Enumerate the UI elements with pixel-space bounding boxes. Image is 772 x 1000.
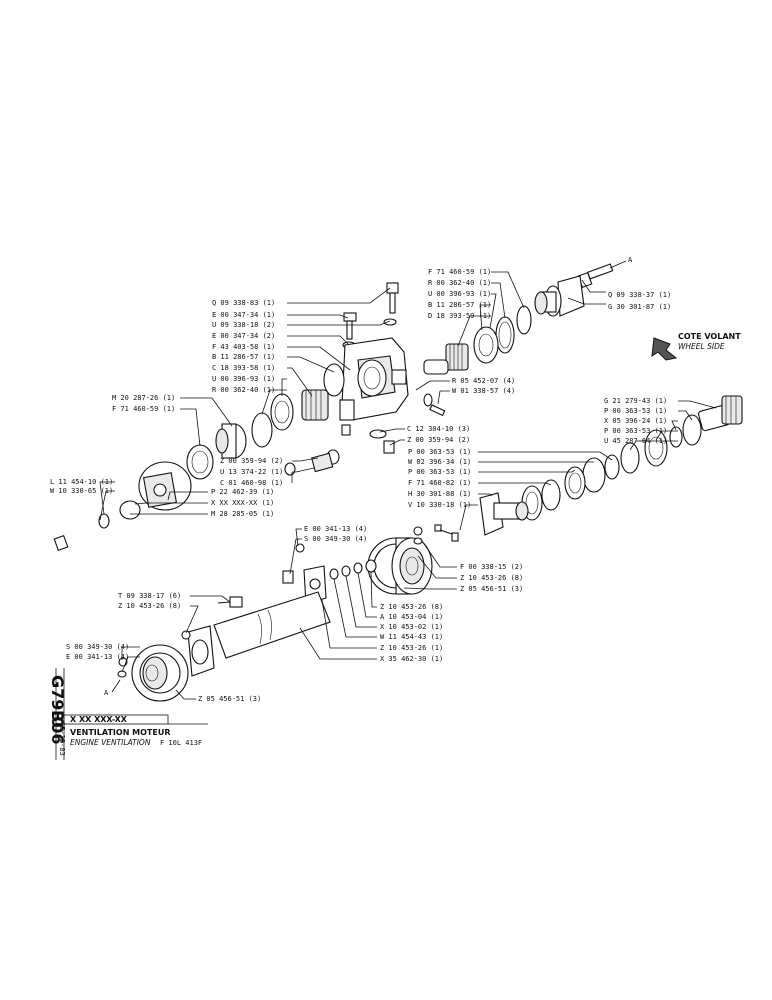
nut [341, 424, 351, 436]
part-label: Q 09 338-37 (1) [608, 291, 671, 299]
long-bolt [53, 525, 101, 552]
part-label: P 00 363-53 (1) [408, 448, 471, 456]
title-block: B06 G79.0 15-12-83 X XX XXX-XX VENTILATI… [48, 675, 202, 756]
part-label: U 00 396-93 (1) [212, 375, 275, 383]
part-label: U 13 374-22 (1) [220, 468, 283, 476]
nut [282, 570, 294, 584]
part-label: X 05 396-24 (1) [604, 417, 667, 425]
part-label: G 21 279-43 (1) [604, 397, 667, 405]
left-flange-plate [138, 461, 192, 511]
part-label: F 71 460-82 (1) [408, 479, 471, 487]
part-label: G 30 301-87 (1) [608, 303, 671, 311]
part-label: A 10 453-04 (1) [380, 613, 443, 621]
part-label: P 00 363-53 (1) [408, 468, 471, 476]
part-label: F 71 460-59 (1) [112, 405, 175, 413]
part-label: P 00 363-53 (1) [604, 407, 667, 415]
part-label: W 01 338-57 (4) [452, 387, 515, 395]
part-label: S 00 349-30 (4) [304, 535, 367, 543]
wheel-side-arrow [651, 337, 678, 361]
part-label: R 05 452-07 (4) [452, 377, 515, 385]
doc-code-number: G79.0 [48, 675, 67, 728]
pump-housing [339, 337, 409, 421]
part-label: P 22 462-39 (1) [211, 488, 274, 496]
top-right-flange [534, 275, 585, 317]
title-en: ENGINE VENTILATION [70, 738, 151, 747]
part-label: P 00 363-53 (1) [604, 427, 667, 435]
part-label: U 00 396-93 (1) [428, 290, 491, 298]
date: 15-12-83 [58, 722, 66, 756]
part-label: L 11 454-10 (1) [50, 478, 113, 486]
part-label: Z 05 456-51 (3) [198, 695, 261, 703]
flange-bracket [479, 492, 529, 536]
parts-drawing [53, 263, 743, 760]
part-label: Z 05 456-51 (3) [460, 585, 523, 593]
plug [284, 449, 340, 476]
part-label: Z 10 453-26 (8) [380, 603, 443, 611]
title-fr: VENTILATION MOTEUR [70, 728, 171, 737]
wheel-side-label-fr: COTE VOLANT [678, 332, 741, 341]
reference-box: X XX XXX-XX [70, 715, 128, 724]
part-label: W 11 454-43 (1) [380, 633, 443, 641]
part-label: B 11 286-57 (1) [212, 353, 275, 361]
part-label: E 00 341-13 (4) [304, 525, 367, 533]
screw [423, 393, 446, 417]
part-label: F 00 338-15 (2) [460, 563, 523, 571]
title-block-frame [55, 668, 208, 760]
part-label: M 20 287-26 (1) [112, 394, 175, 402]
fan-pulley-left [131, 625, 215, 702]
part-label: X 35 462-30 (1) [380, 655, 443, 663]
part-label: R 00 362-40 (1) [428, 279, 491, 287]
part-label: Z 10 453-26 (8) [118, 602, 181, 610]
bolt [434, 524, 459, 542]
marker-a-top: A [628, 256, 633, 264]
part-label: T 09 338-17 (6) [118, 592, 181, 600]
ring [119, 500, 141, 520]
hose [213, 591, 331, 659]
part-label: Z 00 359-94 (2) [220, 457, 283, 465]
part-label: F 43 403-58 (1) [212, 343, 275, 351]
gear-assembly [251, 363, 345, 448]
part-label: D 18 393-59 (1) [428, 312, 491, 320]
engine-model: F 10L 413F [160, 739, 202, 747]
part-label: W 02 396-34 (1) [408, 458, 471, 466]
part-label: Z 10 453-26 (1) [380, 644, 443, 652]
part-label: Z 00 359-94 (2) [407, 436, 470, 444]
part-label: M 28 285-05 (1) [211, 510, 274, 518]
part-label: C 01 460-98 (1) [220, 479, 283, 487]
part-label: V 10 330-18 (1) [408, 501, 471, 509]
left-bearing [186, 423, 247, 480]
ring [516, 305, 532, 335]
part-label: H 30 301-88 (1) [408, 490, 471, 498]
part-label: S 00 349-30 (4) [66, 643, 129, 651]
part-label: W 10 330-65 (1) [50, 487, 113, 495]
part-label: U 09 338-18 (2) [212, 321, 275, 329]
part-label: C 18 393-58 (1) [212, 364, 275, 372]
part-label: X XX XXX-XX (1) [211, 499, 274, 507]
right-shaft [698, 395, 743, 432]
part-label: R 00 362-40 (1) [212, 386, 275, 394]
second-bolt [343, 312, 357, 340]
part-label: U 45 287-64 (1) [604, 437, 667, 445]
top-right-bolt [577, 263, 614, 289]
small-gear [423, 343, 469, 375]
part-label: C 12 304-10 (3) [407, 425, 470, 433]
top-bolt [386, 282, 399, 314]
part-label: Q 09 338-83 (1) [212, 299, 275, 307]
part-labels: F 71 460-59 (1) R 00 362-40 (1) U 00 396… [50, 256, 741, 703]
fan-pulley-right [367, 537, 433, 595]
part-label: E 00 347-34 (1) [212, 311, 275, 319]
part-label: E 00 347-34 (2) [212, 332, 275, 340]
part-label: Z 10 453-26 (8) [460, 574, 523, 582]
leader-lines [99, 260, 717, 700]
doc-code: B06 [48, 710, 67, 744]
nut [383, 440, 395, 454]
marker-a-bottom: A [104, 689, 109, 697]
wheel-side-label-en: WHEEL SIDE [678, 342, 725, 351]
part-label: X 10 453-02 (1) [380, 623, 443, 631]
part-label: F 71 460-59 (1) [428, 268, 491, 276]
part-label: B 11 286-57 (1) [428, 301, 491, 309]
part-label: E 00 341-13 (4) [66, 653, 129, 661]
bearing [473, 326, 499, 364]
